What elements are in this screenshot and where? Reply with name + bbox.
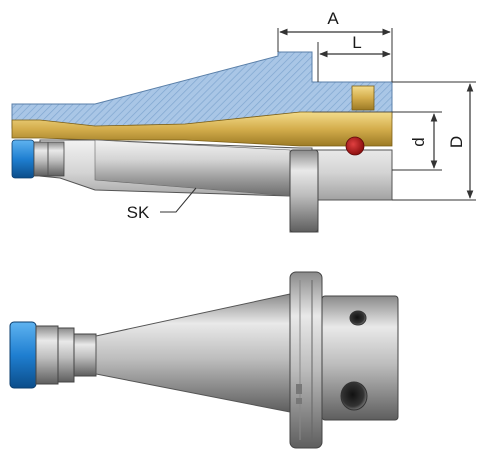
- flange: [289, 149, 319, 233]
- label-sk: SK: [127, 203, 150, 222]
- brass-insert: [11, 111, 393, 147]
- section-view: A L d D SK: [11, 9, 476, 233]
- ext-screw-hole-side: [340, 381, 368, 411]
- label-d: d: [409, 137, 428, 146]
- ext-taper-cone: [95, 293, 291, 413]
- ext-pull-stud: [35, 325, 59, 385]
- red-screw: [345, 136, 365, 156]
- label-l: L: [352, 33, 361, 52]
- ext-screw-hole-top: [349, 310, 367, 326]
- label-D: D: [447, 136, 466, 148]
- label-a: A: [327, 9, 339, 28]
- blue-ring: [11, 139, 35, 179]
- ext-body: [321, 295, 399, 421]
- set-screw-bore: [351, 85, 375, 111]
- ext-flange: [289, 271, 323, 449]
- exterior-view: [9, 271, 399, 449]
- sk-leader: [160, 187, 197, 213]
- pull-stud: [33, 141, 65, 177]
- ext-blue-ring: [9, 321, 37, 389]
